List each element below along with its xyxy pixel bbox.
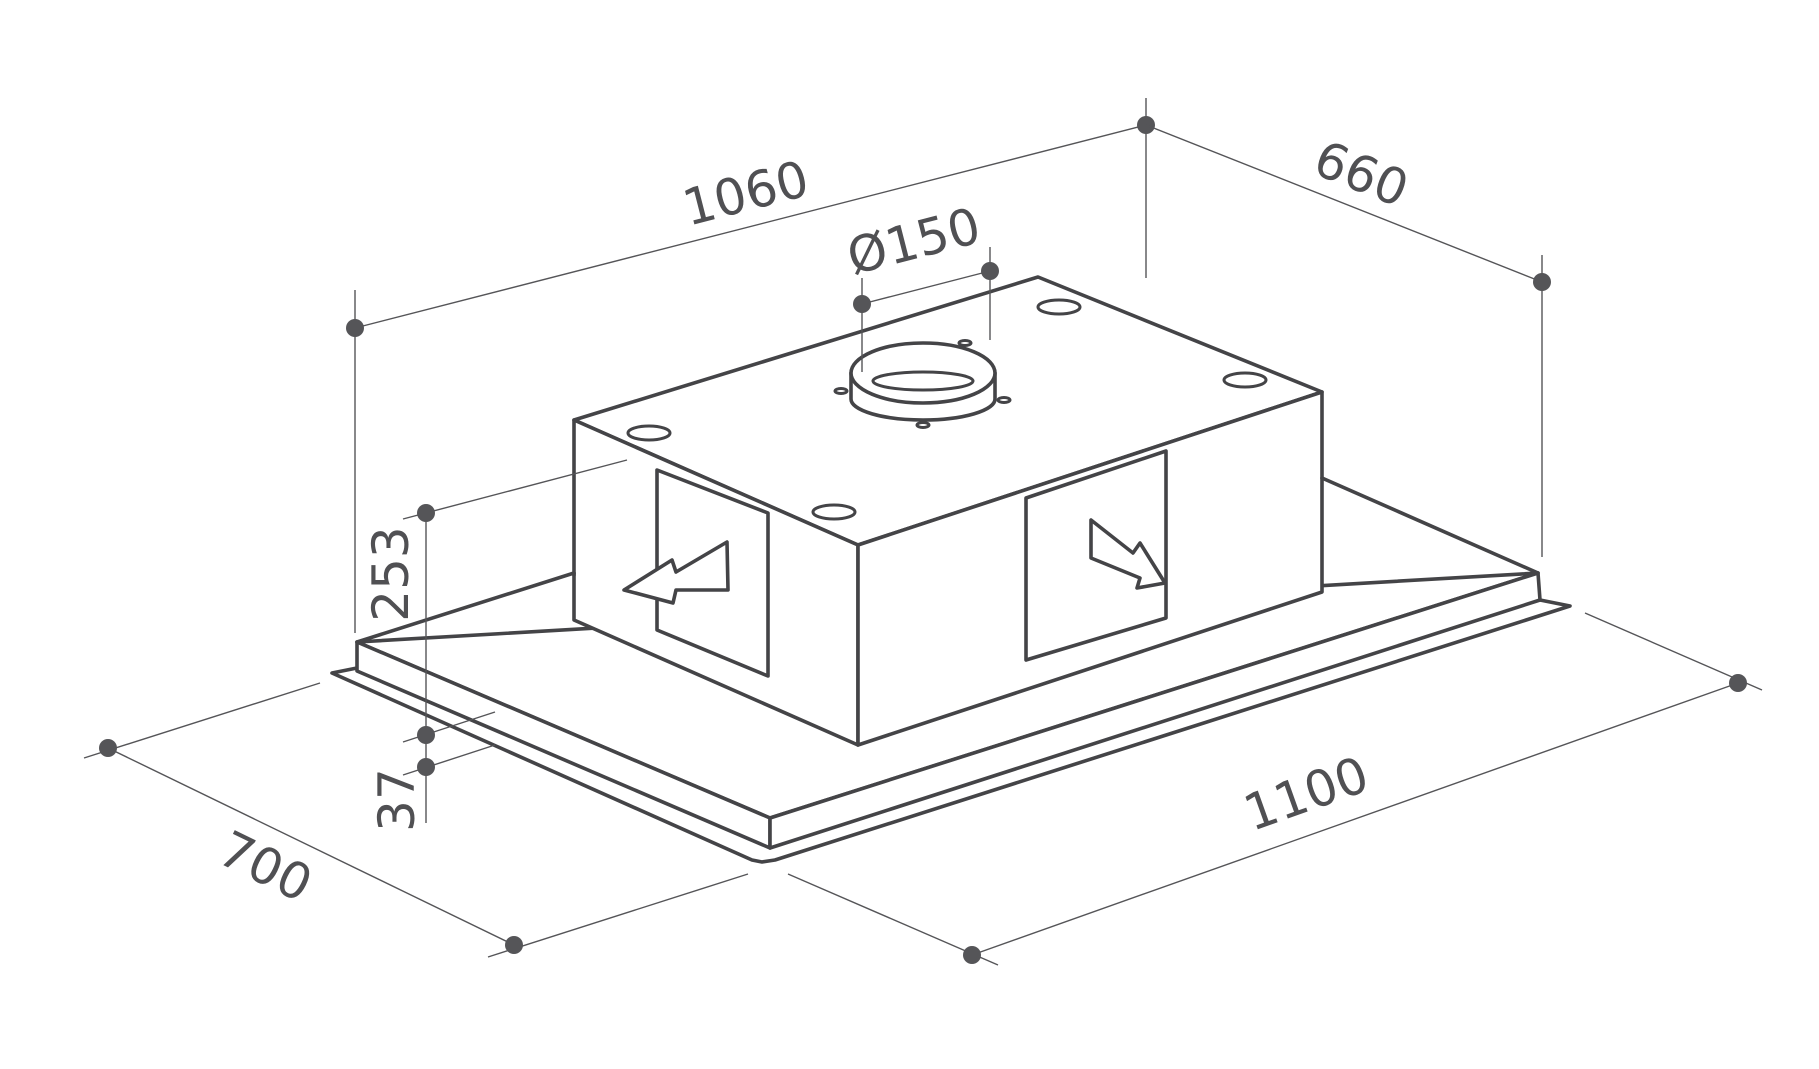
outlet-tab-top — [957, 339, 973, 347]
frame-front-right-face — [768, 571, 1542, 850]
dim-37-label: 37 — [368, 768, 426, 832]
mounting-hole-left — [626, 424, 672, 442]
dim-1060-label: 1060 — [677, 150, 815, 238]
exhaust-outlet — [833, 339, 1012, 429]
outlet-tab-left — [833, 387, 849, 395]
dim-660-label: 660 — [1306, 130, 1416, 219]
airflow-arrows — [622, 518, 1167, 605]
mounting-hole-right — [1222, 371, 1268, 389]
frame-back-right-edge — [1320, 476, 1540, 575]
mounting-hole-back — [1036, 298, 1082, 316]
dim-700-label: 700 — [210, 820, 321, 914]
dim-253-label: 253 — [362, 526, 420, 621]
outlet-tab-right — [996, 396, 1012, 404]
mounting-hole-front — [811, 503, 857, 521]
mounting-holes — [626, 298, 1268, 521]
left-airflow-arrow-icon — [622, 540, 730, 605]
dim-height: 253 37 — [362, 459, 628, 832]
outlet-collar-inner — [871, 370, 975, 392]
right-airflow-arrow-icon — [1089, 518, 1167, 590]
outlet-tab-bottom — [915, 421, 931, 429]
dim-1100-label: 1100 — [1237, 745, 1376, 842]
frame-back-left-edge — [355, 571, 576, 644]
dim-150-label: Ø150 — [841, 197, 986, 287]
